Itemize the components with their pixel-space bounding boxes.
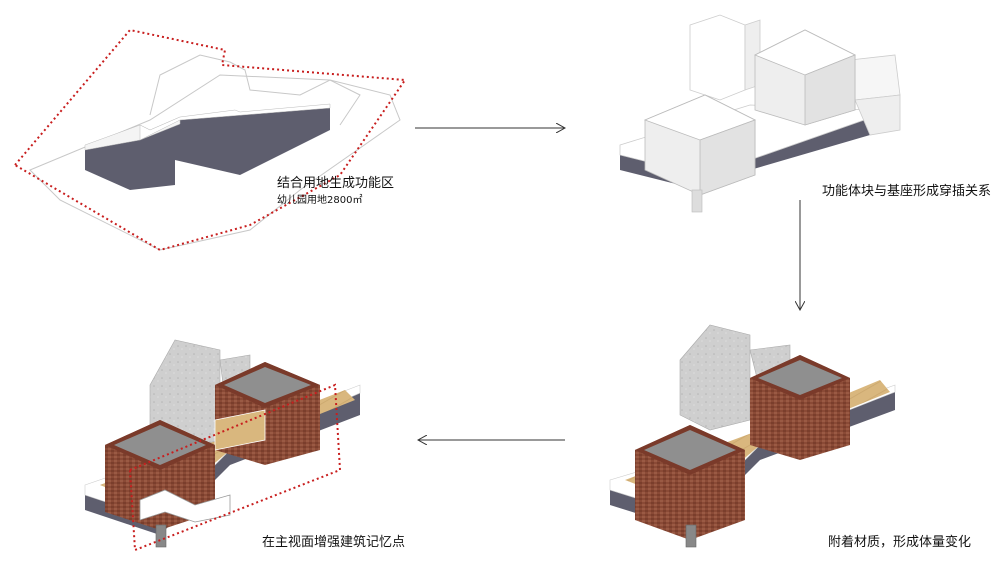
step1-note: 幼儿园用地2800㎡ <box>277 195 363 206</box>
step1-caption: 结合用地生成功能区 <box>277 176 395 191</box>
step1-diagram <box>13 28 407 252</box>
site-outline <box>29 74 401 251</box>
step4-diagram <box>84 339 361 552</box>
neighbor-outline <box>149 54 361 126</box>
function-zone <box>85 108 330 190</box>
step3-caption: 附着材质，形成体量变化 <box>828 535 972 550</box>
step2-diagram <box>619 14 901 213</box>
step4-caption: 在主视面增强建筑记忆点 <box>262 535 406 550</box>
step2-caption: 功能体块与基座形成穿插关系 <box>822 184 992 199</box>
step3-diagram <box>609 324 896 548</box>
